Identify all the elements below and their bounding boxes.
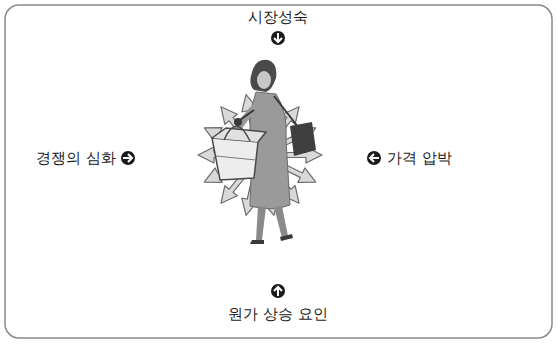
radiating-arrows [198, 93, 322, 217]
direction-icon [367, 151, 381, 165]
factor-label: 가격 압박 [387, 149, 452, 167]
frame [5, 5, 552, 338]
factor-label: 원가 상승 요인 [228, 305, 328, 323]
direction-icon [271, 31, 285, 45]
direction-icon [121, 151, 135, 165]
direction-icon [271, 284, 285, 298]
shopper-figure [212, 60, 316, 244]
factor-label: 경쟁의 심화 [36, 149, 116, 167]
factor-label: 시장성숙 [248, 8, 308, 26]
